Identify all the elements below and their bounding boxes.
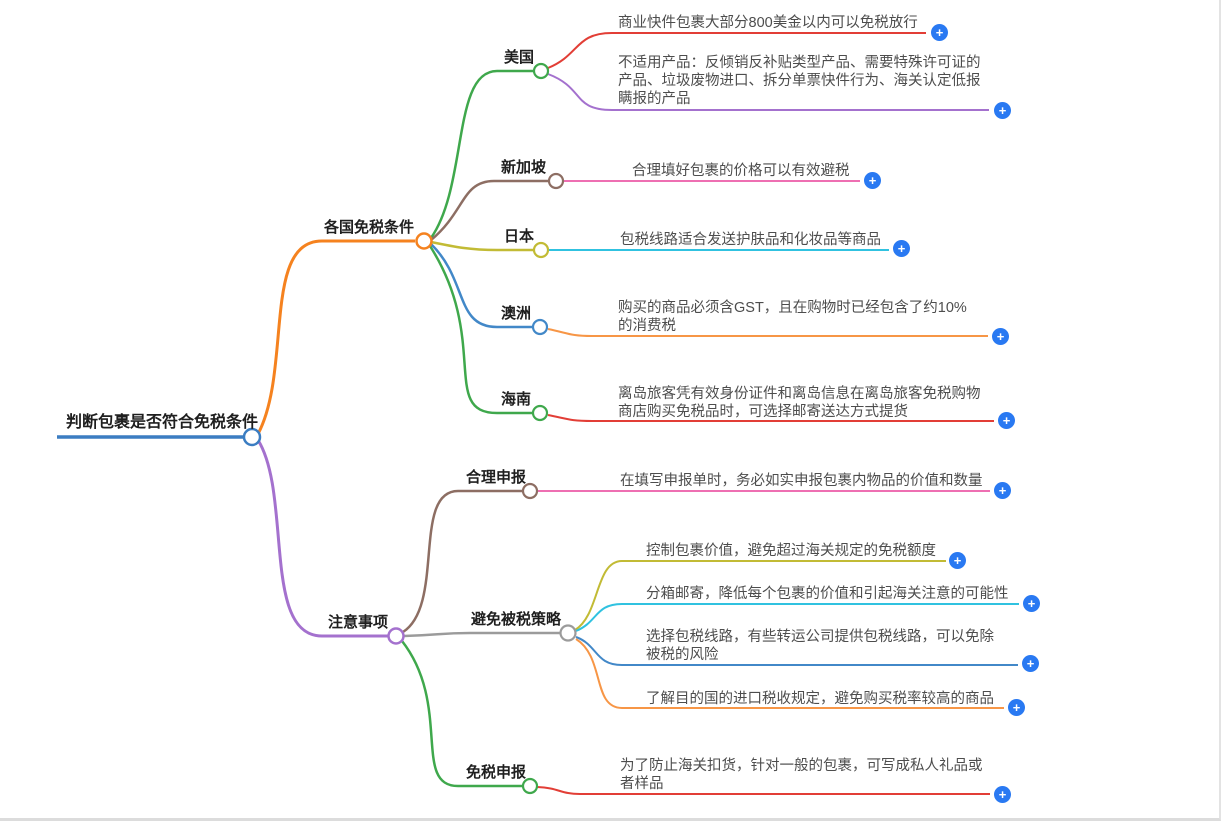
node-label-australia[interactable]: 澳洲	[501, 305, 532, 322]
add-child-button-hainan[interactable]: +	[998, 412, 1015, 429]
node-handle-taxfree[interactable]	[521, 777, 539, 795]
add-child-button-usa-allow[interactable]: +	[931, 24, 948, 41]
add-child-button-avoid-research[interactable]: +	[1008, 699, 1025, 716]
detail-line-avoid-value	[574, 560, 946, 631]
detail-text-taxfree[interactable]: 为了防止海关扣货，针对一般的包裹，可写成私人礼品或者样品	[620, 758, 983, 792]
node-label-notes[interactable]: 注意事项	[328, 614, 389, 631]
add-child-button-taxfree[interactable]: +	[994, 786, 1011, 803]
node-handle-singapore[interactable]	[547, 172, 565, 190]
node-label-usa[interactable]: 美国	[504, 49, 535, 66]
add-child-button-avoid-value[interactable]: +	[949, 552, 966, 569]
node-label-singapore[interactable]: 新加坡	[501, 159, 547, 176]
branch-line-japan	[430, 240, 533, 252]
node-handle-countries[interactable]	[415, 232, 433, 250]
plus-icon: +	[1027, 596, 1036, 611]
add-child-button-japan[interactable]: +	[893, 240, 910, 257]
node-handle-usa[interactable]	[532, 62, 550, 80]
branch-line-hainan	[428, 245, 532, 415]
detail-text-singapore[interactable]: 合理填好包裹的价格可以有效避税	[632, 163, 850, 179]
plus-icon: +	[1012, 700, 1021, 715]
detail-line-taxfree	[536, 786, 990, 795]
node-handle-australia[interactable]	[531, 318, 549, 336]
detail-text-japan[interactable]: 包税线路适合发送护肤品和化妆品等商品	[620, 232, 881, 248]
branch-line-australia	[430, 243, 532, 329]
branch-line-taxfree	[401, 640, 522, 788]
add-child-button-australia[interactable]: +	[992, 328, 1009, 345]
node-handle-declare[interactable]	[521, 482, 539, 500]
plus-icon: +	[998, 103, 1007, 118]
branch-line-singapore	[430, 179, 548, 241]
plus-icon: +	[998, 483, 1007, 498]
node-label-taxfree[interactable]: 免税申报	[466, 764, 527, 781]
node-label-hainan[interactable]: 海南	[501, 391, 532, 408]
detail-line-avoid-research	[575, 638, 1004, 709]
node-handle-japan[interactable]	[532, 241, 550, 259]
add-child-button-avoid-split[interactable]: +	[1023, 595, 1040, 612]
branch-line-notes	[256, 439, 388, 638]
plus-icon: +	[1002, 413, 1011, 428]
add-child-button-declare[interactable]: +	[994, 482, 1011, 499]
detail-text-avoid-value[interactable]: 控制包裹价值，避免超过海关规定的免税额度	[646, 543, 936, 559]
node-handle-notes[interactable]	[387, 627, 405, 645]
add-child-button-usa-exclude[interactable]: +	[994, 102, 1011, 119]
detail-text-usa-allow[interactable]: 商业快件包裹大部分800美金以内可以免税放行	[618, 15, 918, 31]
plus-icon: +	[935, 25, 944, 40]
detail-text-avoid-route[interactable]: 选择包税线路，有些转运公司提供包税线路，可以免除被税的风险	[646, 629, 994, 663]
plus-icon: +	[953, 553, 962, 568]
plus-icon: +	[998, 787, 1007, 802]
detail-text-avoid-research[interactable]: 了解目的国的进口税收规定，避免购买税率较高的商品	[646, 691, 994, 707]
branch-line-avoid	[403, 631, 560, 638]
plus-icon: +	[996, 329, 1005, 344]
node-label-avoid[interactable]: 避免被税策略	[471, 611, 562, 628]
node-handle-avoid[interactable]	[559, 624, 577, 642]
detail-line-australia	[547, 328, 988, 337]
detail-line-usa-allow	[547, 32, 926, 69]
detail-line-hainan	[547, 414, 994, 422]
node-label-countries[interactable]: 各国免税条件	[324, 219, 415, 236]
node-handle-hainan[interactable]	[531, 404, 549, 422]
branch-line-usa	[429, 69, 533, 239]
branch-line-declare	[402, 489, 522, 634]
detail-line-avoid-route	[575, 636, 1018, 666]
node-label-declare[interactable]: 合理申报	[466, 469, 527, 486]
node-label-root[interactable]: 判断包裹是否符合免税条件	[66, 414, 259, 431]
detail-text-avoid-split[interactable]: 分箱邮寄，降低每个包裹的价值和引起海关注意的可能性	[646, 586, 1009, 602]
detail-text-declare[interactable]: 在填写申报单时，务必如实申报包裹内物品的价值和数量	[620, 473, 983, 489]
plus-icon: +	[897, 241, 906, 256]
node-label-japan[interactable]: 日本	[504, 228, 535, 245]
add-child-button-singapore[interactable]: +	[864, 172, 881, 189]
branch-line-countries	[256, 239, 415, 435]
add-child-button-avoid-route[interactable]: +	[1022, 655, 1039, 672]
plus-icon: +	[868, 173, 877, 188]
plus-icon: +	[1026, 656, 1035, 671]
detail-text-usa-exclude[interactable]: 不适用产品：反倾销反补贴类型产品、需要特殊许可证的产品、垃圾废物进口、拆分单票快…	[618, 55, 981, 107]
detail-line-avoid-split	[575, 603, 1019, 632]
detail-line-usa-exclude	[547, 73, 989, 111]
detail-text-australia[interactable]: 购买的商品必须含GST，且在购物时已经包含了约10%的消费税	[618, 300, 967, 334]
node-handle-root[interactable]	[242, 427, 262, 447]
detail-text-hainan[interactable]: 离岛旅客凭有效身份证件和离岛信息在离岛旅客免税购物商店购买免税品时，可选择邮寄送…	[618, 386, 981, 420]
